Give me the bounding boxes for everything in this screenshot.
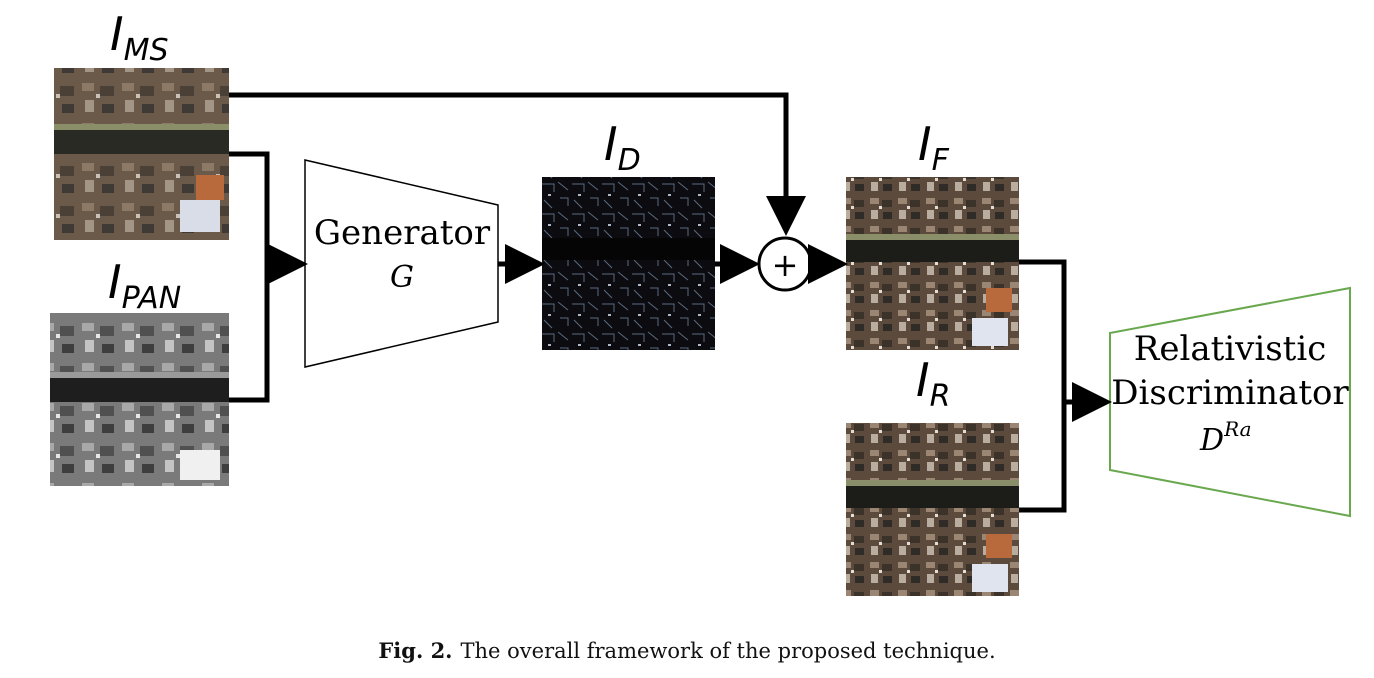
adder-node: + <box>757 236 813 292</box>
generator-symbol: G <box>390 260 414 295</box>
label-ms: IMS <box>110 7 169 68</box>
label-pan: IPAN <box>108 255 181 316</box>
label-r: IR <box>916 353 950 414</box>
generator-block: Generator G <box>304 159 499 368</box>
discriminator-block: Relativistic Discriminator DRa <box>1109 286 1351 518</box>
ms-image <box>54 68 229 240</box>
discriminator-label-2: Discriminator <box>1111 373 1349 413</box>
pan-image <box>50 313 229 486</box>
label-f: IF <box>918 117 950 178</box>
fused-branch-line <box>1019 259 1067 402</box>
reference-image <box>846 423 1019 596</box>
connectors <box>229 92 1112 513</box>
ms-to-adder-arrow <box>229 92 806 236</box>
ms-branch-line <box>229 151 270 264</box>
detail-image <box>542 177 715 350</box>
reference-branch-line <box>1019 402 1067 513</box>
caption-text: The overall framework of the proposed te… <box>460 639 996 663</box>
pan-branch-line <box>229 264 270 403</box>
fused-image <box>846 177 1019 350</box>
discriminator-symbol: DRa <box>1199 417 1252 458</box>
generator-label: Generator <box>314 213 491 253</box>
figure-number: Fig. 2. <box>378 638 453 663</box>
discriminator-label-1: Relativistic <box>1134 329 1327 369</box>
framework-diagram: IMS IPAN ID IF IR Generator G Relativist… <box>50 7 1351 596</box>
figure-caption: Fig. 2. The overall framework of the prop… <box>0 638 1374 663</box>
label-d: ID <box>604 117 641 178</box>
plus-icon: + <box>772 246 799 284</box>
